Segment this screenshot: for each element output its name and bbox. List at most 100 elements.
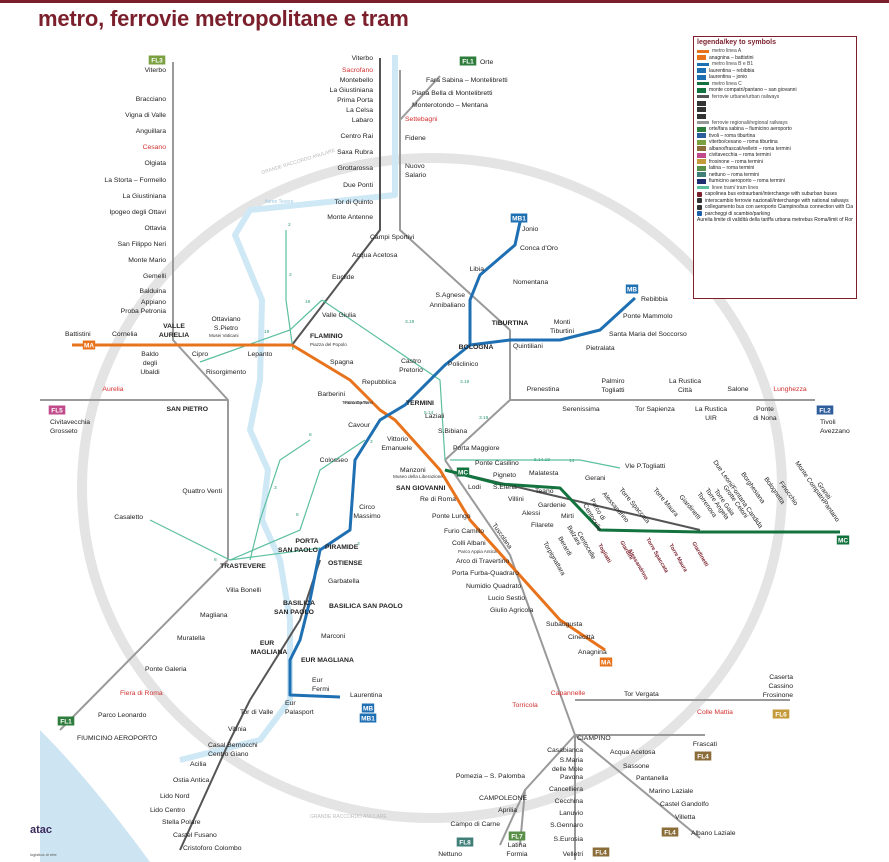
station-label: Settebagni <box>405 116 438 123</box>
station-label: Fidene <box>405 135 426 142</box>
station-sublabel: Parco Appia Antica <box>458 549 497 554</box>
legend-badge <box>697 100 706 106</box>
line-badge: FL7 <box>508 831 526 841</box>
line-badge-bg <box>359 713 377 723</box>
station-label: Tiburtini <box>550 328 574 335</box>
station-label: Bracciano <box>136 96 166 103</box>
station-label: Cassino <box>768 683 793 690</box>
station-label: EUR <box>260 640 274 647</box>
station-label: Frosinone <box>763 692 793 699</box>
legend-badge <box>697 152 706 158</box>
station-label: Caserta <box>769 674 793 681</box>
atac-logo: atac logistica di rete <box>30 820 88 857</box>
legend-badge <box>697 178 706 184</box>
station-label: Magliana <box>200 612 228 619</box>
line-badge: MA <box>599 657 613 667</box>
legend-text: ferrovie regionali/regional railways <box>712 119 788 126</box>
station-label: Ipogeo degli Ottavi <box>109 209 166 216</box>
station-label: Stella Polare <box>162 819 201 826</box>
legend-row: ferrovie urbane/urban railways <box>697 94 853 101</box>
station-label: Marino Laziale <box>649 788 693 795</box>
station-label: S.Elena <box>493 484 517 491</box>
station-label: di Nona <box>753 415 777 422</box>
legend-text: capolinea bus extraurbani/interchange wi… <box>705 191 838 197</box>
station-label: La Giustiniana <box>330 87 374 94</box>
station-label: Acilia <box>190 761 206 768</box>
station-label: CAMPOLEONE <box>479 795 527 802</box>
station-label: Torricola <box>512 702 538 709</box>
station-label: Prenestina <box>527 386 560 393</box>
line-badge: MC <box>456 467 470 477</box>
line-badge-bg <box>148 55 166 65</box>
station-label: Tor di Quinto <box>334 199 373 206</box>
station-label: Cipro <box>192 351 208 358</box>
page-title: metro, ferrovie metropolitane e tram <box>38 6 409 31</box>
station-label: Ottavia <box>144 225 166 232</box>
station-label: S.Maria <box>560 757 584 764</box>
station-label: Ponte <box>756 406 774 413</box>
station-label: S.Bibiana <box>438 428 467 435</box>
station-label: TRASTEVERE <box>220 563 266 570</box>
gra-label-bottom: GRANDE RACCORDO ANULARE <box>310 814 387 820</box>
legend-symbol-icon <box>697 198 702 204</box>
line-badge-bg <box>82 340 96 350</box>
station-label: Due Ponti <box>343 182 373 189</box>
line-badge-label: FL3 <box>151 58 163 65</box>
line-badge-bg <box>57 716 75 726</box>
station-label: Jonio <box>522 226 538 233</box>
line-badge-label: MA <box>601 660 611 667</box>
station-label: CIAMPINO <box>577 735 611 742</box>
station-label: Tivoli <box>820 419 836 426</box>
station-label: AURELIA <box>159 332 189 339</box>
line-badge-bg <box>592 847 610 857</box>
line-badge-label: MB1 <box>512 216 526 223</box>
station-label: Leonardo Express <box>87 744 143 751</box>
station-label: Manzoni <box>400 467 426 474</box>
station-label: Policlinico <box>448 361 478 368</box>
station-label: Lodi <box>468 484 481 491</box>
sea-area <box>40 730 150 862</box>
station-label: Vle P.Togliatti <box>625 463 666 470</box>
station-label: Lanuvio <box>559 810 583 817</box>
station-label: Centro Giano <box>208 751 249 758</box>
station-label: S.Agnese <box>436 292 466 299</box>
station-sublabel: Musei Vaticani <box>209 333 239 338</box>
line-badge: MC <box>836 535 850 545</box>
station-label: Togliatti <box>596 543 612 565</box>
station-label: Pantanella <box>636 775 668 782</box>
station-label: La Celsa <box>346 107 373 114</box>
station-label: Arco di Travertino <box>456 558 509 565</box>
station-label: FIUMICINO AEROPORTO <box>77 735 157 742</box>
station-label: La Giustiniana <box>123 193 167 200</box>
legend-row: nettuno – roma termini <box>697 172 853 179</box>
station-label: Proba Petronia <box>121 308 167 315</box>
legend-text: viterbo/cesano – roma tiburtina <box>709 139 778 145</box>
station-label: Garbatella <box>328 578 360 585</box>
station-label: Monte Antenne <box>327 214 373 221</box>
station-label: S.Eurosia <box>554 836 584 843</box>
legend-text: Aurelia limite di validità della tariffa… <box>697 217 853 223</box>
legend-row: interscambio ferrovie nazionali/intercha… <box>697 198 853 205</box>
legend-row: orte/fara sabina – fiumicino aeroporto <box>697 126 853 133</box>
station-label: SAN PAOLO <box>274 609 314 616</box>
station-label: Battistini <box>65 331 91 338</box>
legend-row: frosinone – roma termini <box>697 159 853 166</box>
station-label: Monte Compatri/Pantano <box>793 460 840 524</box>
station-label: EUR MAGLIANA <box>301 657 354 664</box>
legend-swatch <box>697 95 709 99</box>
station-label: Nettuno <box>438 851 462 858</box>
station-label: Frascati <box>693 741 718 748</box>
line-badge-label: FL7 <box>511 834 523 841</box>
tram-number: 3 <box>357 541 360 547</box>
station-label: Spagna <box>330 359 354 366</box>
line-badge-label: MB <box>363 706 373 713</box>
legend-badge <box>697 87 706 93</box>
station-label: Annibaliano <box>429 302 465 309</box>
legend-row: viterbo/cesano – roma tiburtina <box>697 139 853 146</box>
station-label: Euclide <box>332 274 355 281</box>
station-label: UIR <box>705 415 717 422</box>
station-label: Colosseo <box>320 457 349 464</box>
station-label: Marconi <box>321 633 346 640</box>
station-label: Baldo <box>141 351 159 358</box>
tram-number: 3.19 <box>479 415 489 421</box>
